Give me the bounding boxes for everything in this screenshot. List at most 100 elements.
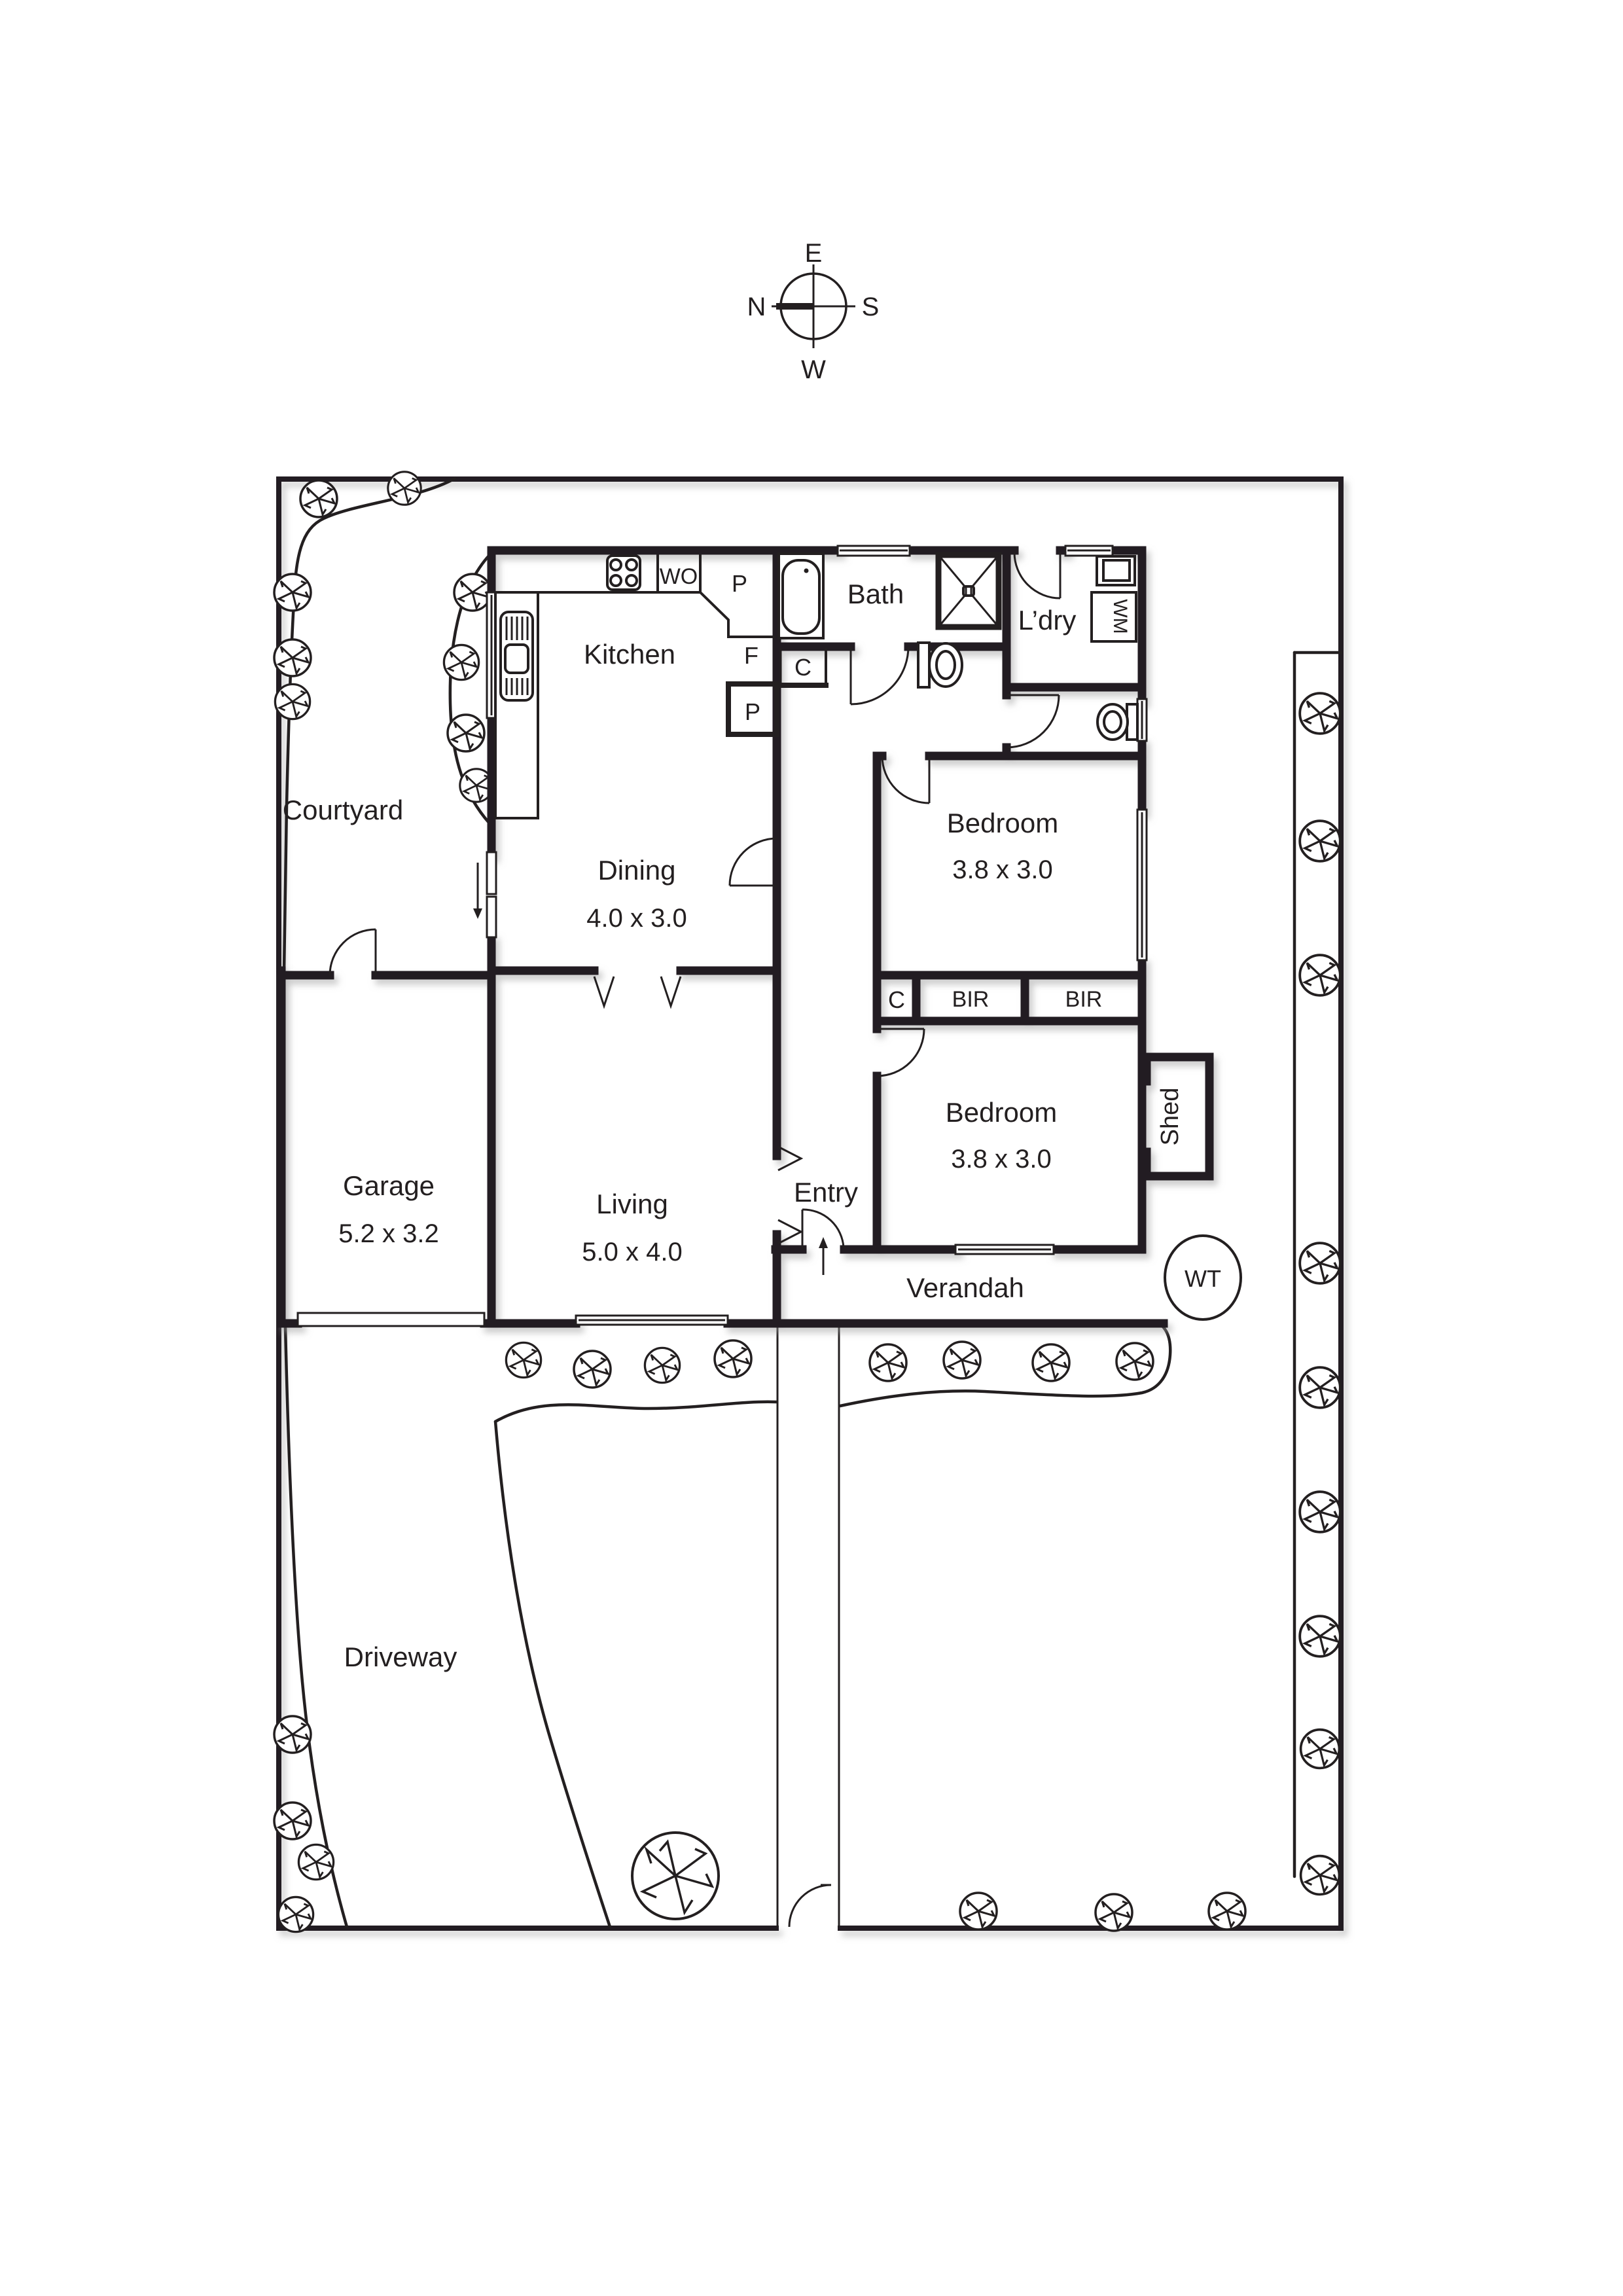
door-swing-entry <box>801 1208 845 1249</box>
fixture-label-wall-oven: WO <box>660 564 698 589</box>
tree-icon <box>1298 692 1342 735</box>
tree-icon <box>1298 954 1342 997</box>
stove-icon <box>606 554 641 591</box>
door-swing-bath <box>849 646 910 706</box>
driveway-edge <box>493 1420 612 1929</box>
toilet-icon <box>1096 703 1139 741</box>
room-dims-bedroom2: 3.8 x 3.0 <box>951 1145 1051 1174</box>
tree-icon <box>1298 1242 1342 1285</box>
tree-icon <box>387 471 422 506</box>
compass-icon: E N S W <box>747 239 880 384</box>
room-dims-living: 5.0 x 4.0 <box>582 1238 682 1266</box>
fixtures: WM <box>494 552 1242 1321</box>
house-walls <box>277 546 1214 1328</box>
fixture-label-hall-cupboard: C <box>794 654 812 681</box>
room-label-living: Living <box>596 1189 668 1219</box>
hall-cupboard-box <box>776 648 829 688</box>
door-swing-bedroom1 <box>881 755 931 804</box>
tree-icon <box>505 1341 543 1379</box>
tree-icon <box>1298 1366 1342 1409</box>
tree-icon <box>1207 1892 1247 1931</box>
compass-up-label: E <box>805 239 823 268</box>
site-boundary <box>276 476 1344 1931</box>
tree-icon <box>273 1801 312 1840</box>
door-swing-wc <box>1006 694 1060 749</box>
door-swing-courtyard <box>329 928 377 976</box>
tree-icon <box>1094 1893 1133 1932</box>
tree-icon <box>297 1843 335 1881</box>
sliding-door <box>473 851 497 939</box>
door-swing-laundry <box>1013 552 1061 600</box>
tree-icon <box>868 1343 908 1382</box>
tree-icon <box>1115 1342 1154 1381</box>
window <box>575 1314 729 1326</box>
sink-icon <box>494 591 539 819</box>
fixture-label-fridge: F <box>744 642 758 669</box>
room-label-laundry: L’dry <box>1018 605 1077 636</box>
toilet-icon <box>917 641 963 689</box>
tree-icon <box>277 1895 315 1933</box>
large-tree-icon <box>631 1831 720 1920</box>
fixture-label-robe-cupboard: C <box>888 986 905 1013</box>
room-dims-garage: 5.2 x 3.2 <box>338 1219 438 1248</box>
fixture-label-bir2: BIR <box>1065 987 1103 1012</box>
tree-icon <box>1298 819 1342 863</box>
tree-icon <box>1298 1615 1342 1658</box>
room-label-kitchen: Kitchen <box>584 639 675 670</box>
front-bed-left <box>493 1400 778 1424</box>
garage-door-opening <box>296 1312 486 1327</box>
windows <box>296 545 1148 1327</box>
washing-machine-icon: WM <box>1090 591 1137 643</box>
slide-arrow-icon <box>473 908 482 919</box>
room-dims-dining: 4.0 x 3.0 <box>586 904 687 933</box>
fixture-label-pantry-upper: P <box>732 570 747 597</box>
tree-icon <box>273 573 312 612</box>
laundry-trough-icon <box>1096 555 1136 586</box>
area-label-shed: Shed <box>1156 1088 1184 1146</box>
fixture-label-pantry-lower: P <box>745 698 760 725</box>
front-bed-right <box>838 1324 1172 1408</box>
tree-icon <box>573 1350 612 1389</box>
tree-icon <box>446 713 486 753</box>
tree-icon <box>1031 1343 1071 1382</box>
entry-arrow-icon <box>819 1237 828 1275</box>
room-label-bath: Bath <box>847 579 904 609</box>
washing-machine-label: WM <box>1109 599 1131 634</box>
tree-icon <box>942 1340 982 1380</box>
compass-right-label: S <box>862 293 880 321</box>
window <box>1136 808 1148 961</box>
room-label-bedroom1: Bedroom <box>947 808 1058 838</box>
water-tank-icon <box>1164 1234 1242 1321</box>
compass-down-label: W <box>801 355 826 384</box>
bathtub-icon <box>777 552 825 639</box>
water-tank-label: WT <box>1185 1265 1221 1292</box>
door-swing-dining <box>728 837 777 887</box>
tree-icon <box>442 643 480 681</box>
tree-icon <box>643 1346 681 1384</box>
tree-icon <box>1298 1490 1342 1534</box>
area-label-driveway: Driveway <box>344 1641 457 1672</box>
opening-jamb-marks <box>777 1145 804 1245</box>
gate-swing <box>788 1884 832 1928</box>
door-swings <box>329 552 1061 1275</box>
window <box>954 1244 1055 1255</box>
tree-icon <box>274 683 312 721</box>
area-label-entry: Entry <box>794 1177 858 1208</box>
left-bed-edge-upper <box>282 476 457 975</box>
room-label-dining: Dining <box>597 855 675 886</box>
tree-icon <box>713 1339 753 1378</box>
window <box>836 545 911 557</box>
tree-icon <box>273 638 312 677</box>
compass-left-label: N <box>747 293 766 321</box>
labels: Kitchen Dining 4.0 x 3.0 Bath L’dry Bedr… <box>283 564 1221 1672</box>
shower-icon <box>935 552 1002 630</box>
fixture-label-bir1: BIR <box>952 987 990 1012</box>
cased-opening-marks <box>593 976 682 1009</box>
door-swing-bedroom2 <box>876 1028 925 1077</box>
tree-icon <box>453 573 492 612</box>
window <box>1064 545 1114 557</box>
room-dims-bedroom1: 3.8 x 3.0 <box>952 855 1052 884</box>
pantry-box <box>726 681 779 737</box>
